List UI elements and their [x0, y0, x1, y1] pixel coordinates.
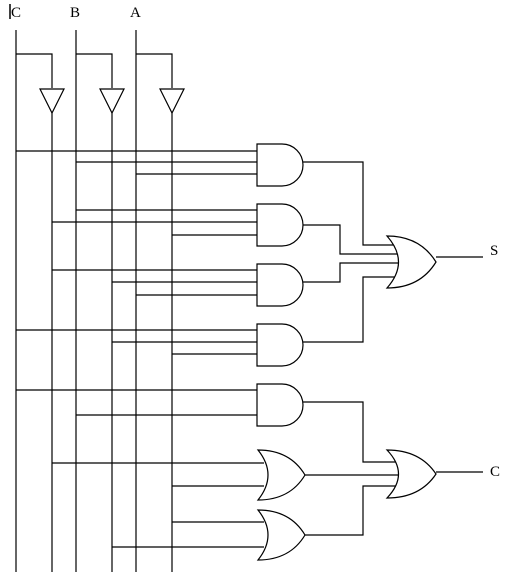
inverter-a: [159, 88, 185, 115]
inverter-taps: [16, 53, 173, 88]
carry-wiring: [303, 401, 400, 536]
inverter-c: [39, 88, 65, 115]
and-gate-4: [256, 323, 304, 367]
and-gate-5: [256, 383, 304, 427]
or-gate-inputs: [52, 462, 264, 548]
output-label-c: C: [490, 464, 500, 480]
input-label-c: C: [11, 5, 21, 21]
inverter-b: [99, 88, 125, 115]
input-label-a: A: [130, 5, 141, 21]
and-gates: [256, 143, 304, 427]
output-label-s: S: [490, 243, 498, 259]
and-gate-3: [256, 263, 304, 307]
and-gate-2: [256, 203, 304, 247]
carry-or-gate: [385, 449, 437, 499]
or-gate-1: [256, 449, 306, 501]
tap-a: [136, 53, 173, 88]
tap-c: [16, 53, 53, 88]
inverters: [39, 88, 185, 115]
and-gate-inputs: [16, 150, 257, 416]
sum-wiring: [303, 161, 398, 343]
or-gate-2: [256, 509, 306, 561]
input-label-b: B: [70, 5, 80, 21]
sum-or-gate: [385, 235, 437, 289]
lower-or-gates: [256, 449, 306, 561]
input-buses: [15, 30, 137, 572]
and-gate-1: [256, 143, 304, 187]
tap-b: [76, 53, 113, 88]
